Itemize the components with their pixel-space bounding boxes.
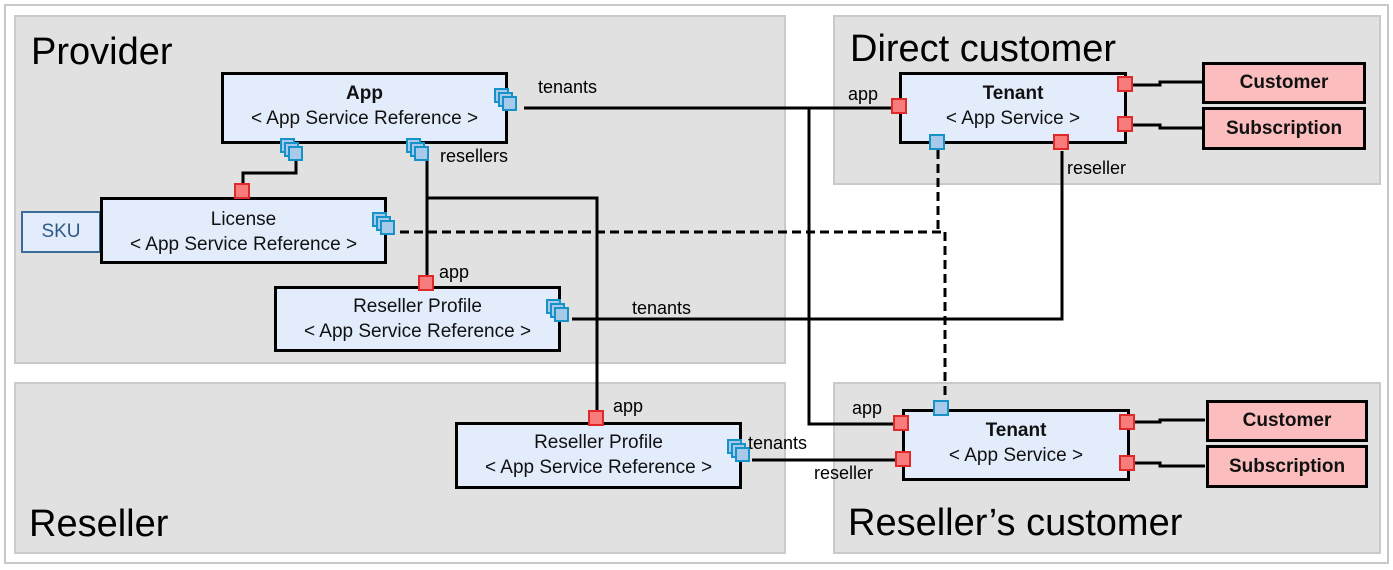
component-name: License xyxy=(210,209,277,230)
component-reseller-tenant[interactable]: Tenant < App Service > xyxy=(902,409,1130,481)
entity-direct-subscription[interactable]: Subscription xyxy=(1202,107,1366,150)
wire-app-tenants-reseller-tenant xyxy=(807,108,895,426)
component-direct-tenant[interactable]: Tenant < App Service > xyxy=(899,72,1127,144)
port-direct-tenant-app-icon xyxy=(891,98,907,114)
component-type: < App Service Reference > xyxy=(129,234,358,255)
port-provider-rp-tenants-icon xyxy=(546,299,570,323)
label-app-tenants: tenants xyxy=(538,77,598,97)
zone-title-resellers-customer: Reseller’s customer xyxy=(848,502,1183,544)
component-name: App xyxy=(346,83,383,104)
port-direct-tenant-license-icon xyxy=(929,134,945,150)
label-direct-tenant-reseller: reseller xyxy=(1067,158,1127,178)
component-name: Reseller Profile xyxy=(534,432,663,453)
port-app-license-icon xyxy=(280,138,304,162)
component-provider-reseller-profile[interactable]: Reseller Profile < App Service Reference… xyxy=(274,286,561,352)
port-reseller-tenant-app-icon xyxy=(893,415,909,431)
component-type: < App Service Reference > xyxy=(250,108,479,129)
component-type: < App Service > xyxy=(945,108,1081,129)
diagram-frame xyxy=(4,4,1389,564)
label-reseller-tenant-app: app xyxy=(852,398,883,418)
wire-direct-tenant-customer xyxy=(1132,80,1205,87)
label-app-resellers: resellers xyxy=(440,146,509,166)
component-app[interactable]: App < App Service Reference > xyxy=(221,72,508,144)
component-type: < App Service Reference > xyxy=(484,457,713,478)
sku-box: SKU xyxy=(21,211,101,253)
port-reseller-tenant-license-icon xyxy=(933,400,949,416)
port-reseller-tenant-subscription-icon xyxy=(1119,455,1135,471)
label-direct-tenant-app: app xyxy=(848,84,879,104)
port-direct-tenant-subscription-icon xyxy=(1117,116,1133,132)
port-reseller-rp-tenants-icon xyxy=(727,439,751,463)
label-provider-rp-tenants: tenants xyxy=(632,298,692,318)
component-type: < App Service Reference > xyxy=(303,321,532,342)
component-name: Tenant xyxy=(985,420,1047,441)
port-direct-tenant-reseller-icon xyxy=(1053,134,1069,150)
label-reseller-tenant-reseller: reseller xyxy=(814,463,874,483)
port-app-tenants-icon xyxy=(494,88,518,112)
label-provider-rp-app: app xyxy=(439,262,470,282)
port-license-icon xyxy=(372,212,396,236)
wire-provider-rp-tenants-direct-tenant xyxy=(572,151,1064,321)
entity-reseller-customer[interactable]: Customer xyxy=(1206,400,1368,442)
component-reseller-reseller-profile[interactable]: Reseller Profile < App Service Reference… xyxy=(455,422,742,489)
port-reseller-rp-app-icon xyxy=(588,410,604,426)
wire-app-license xyxy=(241,161,298,187)
wire-app-resellers-reseller-rp xyxy=(427,196,599,412)
port-provider-rp-app-icon xyxy=(418,275,434,291)
component-name: Reseller Profile xyxy=(353,296,482,317)
port-app-resellers-icon xyxy=(406,138,430,162)
zone-title-provider: Provider xyxy=(31,31,173,73)
wire-reseller-tenant-customer xyxy=(1133,418,1205,424)
label-reseller-rp-tenants: tenants xyxy=(748,433,808,453)
component-type: < App Service > xyxy=(948,445,1084,466)
component-license[interactable]: License < App Service Reference > xyxy=(100,197,387,264)
wire-direct-tenant-subscription xyxy=(1132,123,1205,130)
zone-title-direct-customer: Direct customer xyxy=(850,28,1117,70)
entity-reseller-subscription[interactable]: Subscription xyxy=(1206,445,1368,488)
zone-title-reseller: Reseller xyxy=(29,503,169,545)
label-reseller-rp-app: app xyxy=(613,396,644,416)
port-reseller-tenant-customer-icon xyxy=(1119,414,1135,430)
component-name: Tenant xyxy=(982,83,1044,104)
port-direct-tenant-customer-icon xyxy=(1117,76,1133,92)
port-license-app-icon xyxy=(234,183,250,199)
wire-reseller-tenant-subscription xyxy=(1133,461,1205,468)
port-reseller-tenant-reseller-icon xyxy=(895,451,911,467)
entity-direct-customer[interactable]: Customer xyxy=(1202,62,1366,104)
